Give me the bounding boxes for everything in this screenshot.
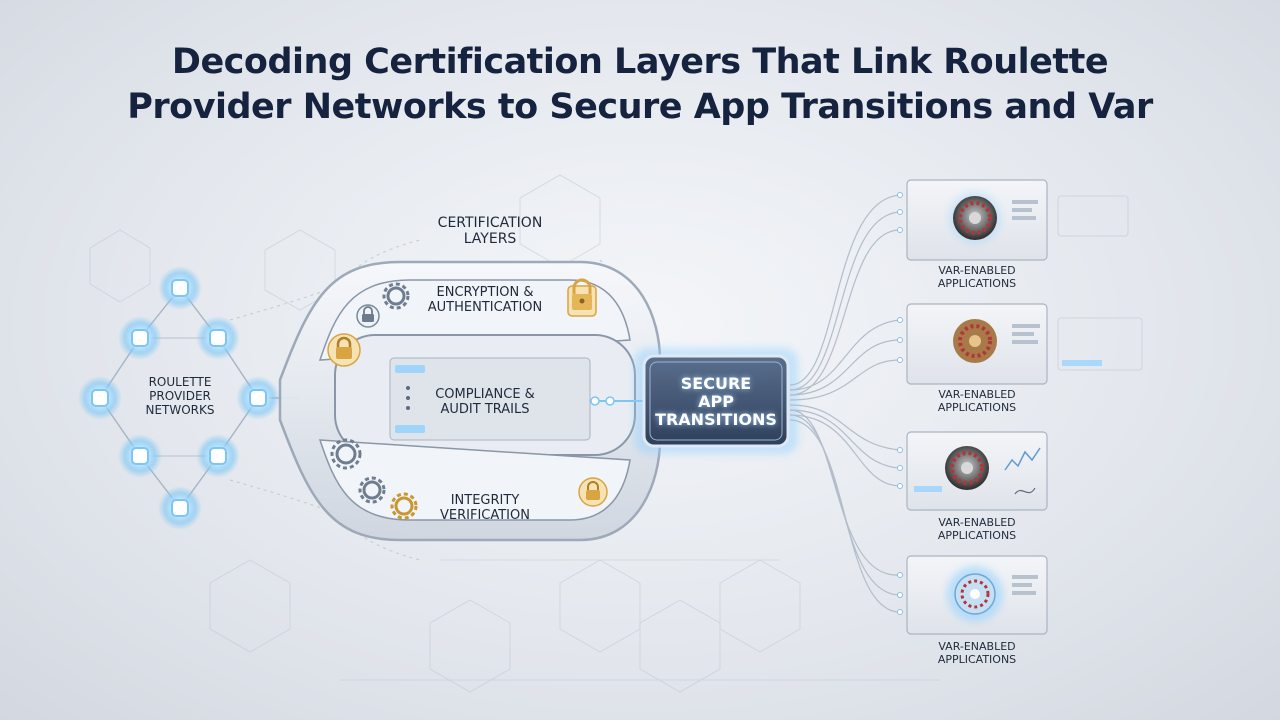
app-panel-4 (906, 555, 1048, 635)
app-label-4: VAR-ENABLED APPLICATIONS (937, 640, 1017, 666)
lock-icon (578, 477, 608, 507)
app-label-3: VAR-ENABLED APPLICATIONS (937, 516, 1017, 542)
roulette-wheel-icon (947, 566, 1003, 622)
app-panel-3 (906, 431, 1048, 511)
network-node-6 (118, 434, 162, 478)
background-grid (89, 174, 940, 693)
provider-network-graph (78, 266, 300, 530)
app-connector-dots (897, 192, 903, 615)
title-line-1: Decoding Certification Layers That Link … (171, 42, 1109, 82)
lock-icon (567, 278, 597, 317)
layer-integrity-label: Integrity Verification (440, 493, 530, 523)
gear-icon (330, 438, 362, 470)
roulette-wheel-icon (953, 319, 997, 363)
app-connectors (789, 194, 901, 613)
app-panel-2 (906, 303, 1143, 385)
app-label-1: VAR-ENABLED APPLICATIONS (937, 264, 1017, 290)
lock-icon (356, 304, 380, 328)
certification-label: Certification Layers (437, 215, 543, 247)
secure-transitions-hub (634, 348, 798, 454)
hub-label: Secure App Transitions (655, 374, 777, 429)
network-node-4 (78, 376, 122, 420)
app-label-2: VAR-ENABLED APPLICATIONS (937, 388, 1017, 414)
gear-icon (382, 282, 410, 310)
layer-encryption-label: Encryption & Authentication (427, 285, 543, 315)
gear-icon (358, 476, 386, 504)
gear-icon (390, 492, 418, 520)
roulette-wheel-icon (945, 446, 989, 490)
network-label: Roulette Provider Networks (145, 375, 215, 417)
network-node-3 (196, 316, 240, 360)
network-node-1 (158, 266, 202, 310)
title-line-2: Provider Networks to Secure App Transiti… (127, 87, 1153, 127)
lock-icon (327, 333, 361, 367)
layer-compliance-label: Compliance & Audit Trails (435, 387, 535, 417)
app-panel-1 (906, 179, 1129, 261)
page-title: Decoding Certification Layers That Link … (0, 40, 1280, 130)
network-node-5 (236, 376, 280, 420)
network-node-7 (196, 434, 240, 478)
network-node-2 (118, 316, 162, 360)
roulette-wheel-icon (949, 192, 1001, 244)
network-node-8 (158, 486, 202, 530)
